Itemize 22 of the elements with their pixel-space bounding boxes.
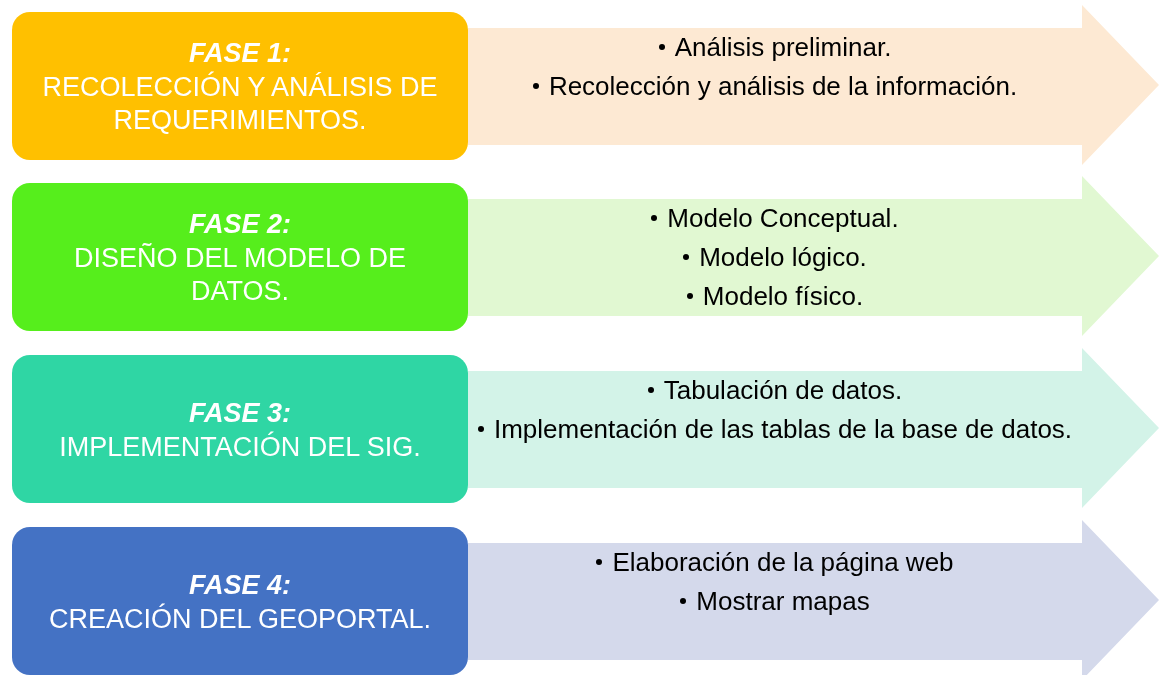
phase-title: DISEÑO DEL MODELO DE DATOS.: [72, 242, 408, 308]
phase-box: [12, 12, 468, 160]
bullet-text: Modelo lógico.: [699, 241, 867, 274]
phase-heading: FASE 2:: [189, 208, 291, 241]
phase-title: CREACIÓN DEL GEOPORTAL.: [48, 602, 432, 636]
phase-box: [12, 183, 468, 331]
bullet-text: Tabulación de datos.: [663, 374, 903, 407]
bullet-text: Recolección y análisis de la información.: [548, 70, 1018, 103]
phase-title: IMPLEMENTACIÓN DEL SIG.: [59, 430, 421, 464]
phase-box: [12, 355, 468, 503]
phase-title: RECOLECCIÓN Y ANÁLISIS DE REQUERIMIENTOS.: [41, 71, 439, 137]
bullet-text: Modelo físico.: [702, 280, 864, 313]
phase-heading: FASE 4:: [189, 568, 291, 602]
phase-box: [12, 527, 468, 675]
phase-heading: FASE 3:: [189, 396, 291, 430]
bullet-text: Análisis preliminar.: [674, 31, 892, 64]
bullet-text: Implementación de las tablas de la base de datos.: [493, 413, 1073, 446]
phase-heading: FASE 1:: [189, 37, 291, 70]
bullet-text: Mostrar mapas: [696, 585, 870, 618]
bullet-text: Modelo Conceptual.: [667, 202, 899, 235]
arrow-band: [468, 520, 1159, 675]
bullet-text: Elaboración de la página web: [612, 546, 954, 579]
